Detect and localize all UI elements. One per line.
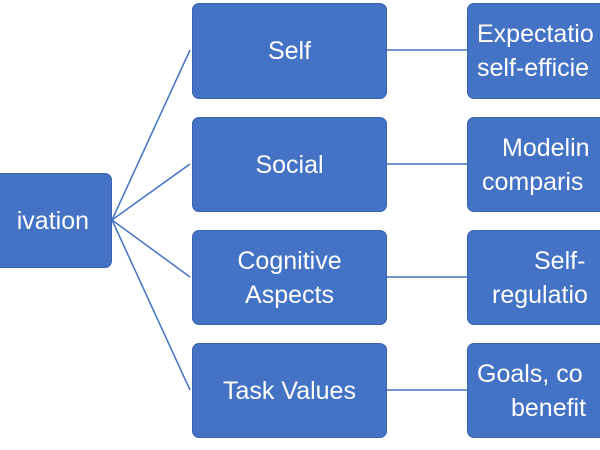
detail-node-self: Expectatio self-efficie — [467, 3, 600, 99]
branch-node-social: Social — [192, 117, 387, 212]
root-to-cognitive-connector — [111, 219, 191, 278]
branch-node-task-values: Task Values — [192, 343, 387, 438]
detail-label-line: Goals, co — [477, 359, 583, 388]
detail-label-line: Expectatio — [477, 20, 594, 48]
branch-node-self: Self — [192, 3, 387, 99]
root-to-self-connector — [111, 49, 191, 221]
branch-label-line: Cognitive — [237, 246, 342, 275]
branch-label-line: Aspects — [245, 280, 334, 309]
branch-label: Self — [267, 37, 312, 65]
detail-label-line: Self- — [534, 246, 586, 275]
detail-label-line: benefit — [511, 393, 587, 422]
detail-node-task-values: Goals, co benefit — [467, 343, 600, 438]
detail-node-social: Modelin comparis — [467, 117, 600, 212]
root-node-label: ivation — [16, 206, 89, 235]
root-to-task-values-connector — [111, 219, 191, 391]
branch-label: Task Values — [223, 376, 356, 405]
root-to-social-connector — [111, 163, 191, 221]
detail-node-cognitive-aspects: Self- regulatio — [467, 230, 600, 325]
detail-label-line: comparis — [482, 167, 584, 196]
branch-node-cognitive-aspects: Cognitive Aspects — [192, 230, 387, 325]
detail-label-line: Modelin — [502, 133, 590, 162]
detail-label-line: regulatio — [492, 280, 588, 309]
root-node-motivation: ivation — [0, 173, 112, 268]
branch-label: Social — [255, 150, 324, 179]
detail-label-line: self-efficie — [477, 54, 590, 82]
